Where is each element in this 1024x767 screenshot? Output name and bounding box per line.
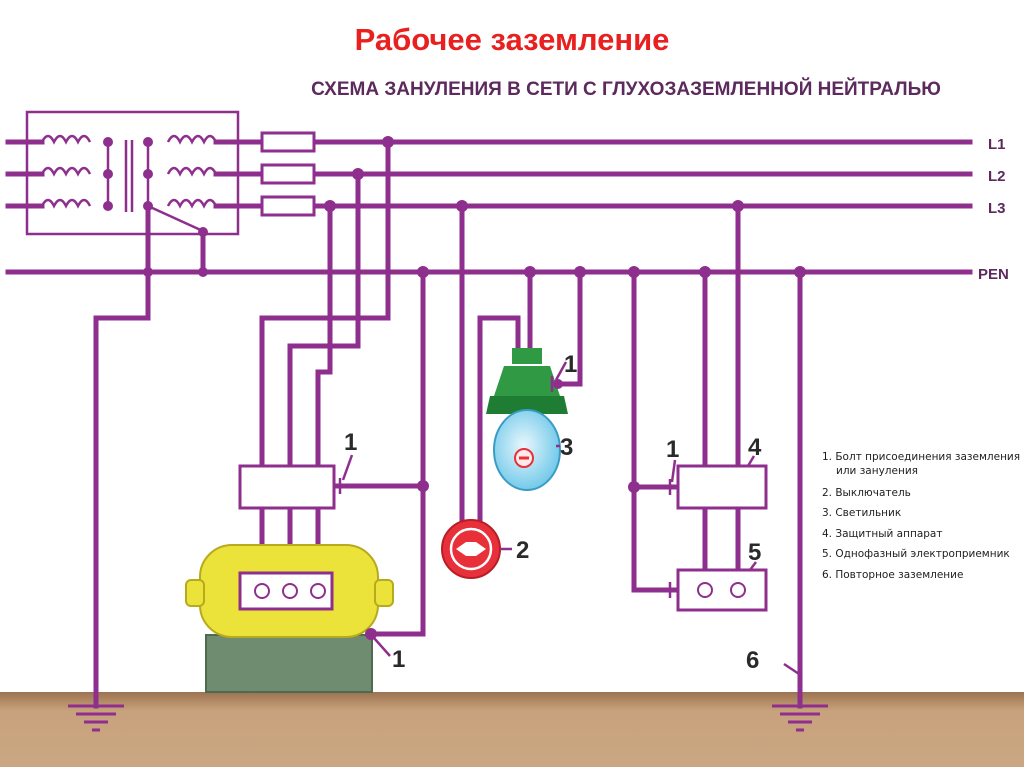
callout-lamp: 3 [560,434,573,461]
junction-nodes [103,136,806,640]
legend-item-1-cont: или зануления [836,465,918,477]
legend-item-1: 1. Болт присоединения заземления [822,451,1020,463]
legend-item-4: 4. Защитный аппарат [822,528,942,540]
working-ground-symbol [68,704,124,732]
scheme-title: СХЕМА ЗАНУЛЕНИЯ В СЕТИ С ГЛУХОЗАЗЕМЛЕННО… [311,78,941,100]
ground-soil [0,692,1024,767]
callout-switch: 2 [516,537,529,564]
reground-symbol [772,704,828,732]
slide-title: Рабочее заземление [354,22,670,57]
transformer-windings [40,134,218,234]
callout-bolt-motor-body: 1 [392,646,405,673]
callout-bolt-lamp: 1 [564,351,577,378]
single-phase-receiver-box [676,568,768,612]
label-l2: L2 [988,168,1006,185]
legend-item-3: 3. Светильник [822,507,901,519]
switch-icon [441,519,501,579]
callout-protective-device: 4 [748,434,762,461]
protective-device-box [676,464,768,510]
callout-reground: 6 [746,647,759,674]
legend: 1. Болт присоединения заземления или зан… [822,451,1020,581]
fuse-l2 [260,163,316,185]
callout-bolt-protect: 1 [666,436,679,463]
motor-base [205,634,373,693]
legend-item-6: 6. Повторное заземление [822,569,963,581]
label-l1: L1 [988,136,1006,153]
label-pen: PEN [978,266,1009,283]
fuse-l3 [260,195,316,217]
motor-starter-box [238,464,336,510]
callout-bolt-motor-box: 1 [344,429,357,456]
legend-item-2: 2. Выключатель [822,487,911,499]
legend-item-5: 5. Однофазный электроприемник [822,548,1010,560]
label-l3: L3 [988,200,1006,217]
fuse-l1 [260,131,316,153]
lamp-icon [486,348,568,491]
callout-receiver: 5 [748,539,761,566]
